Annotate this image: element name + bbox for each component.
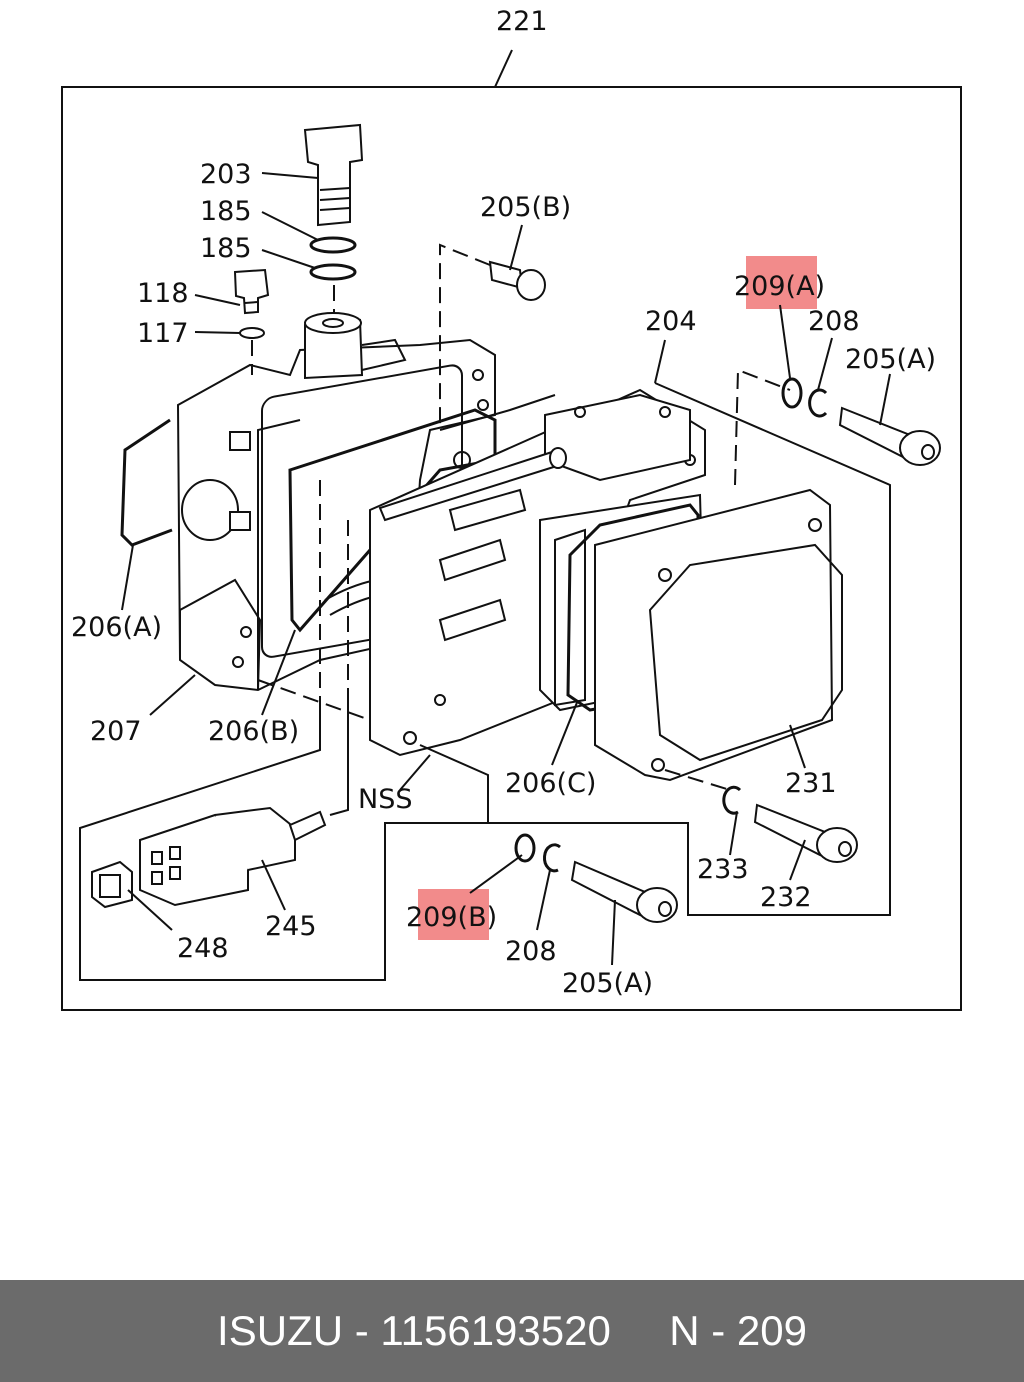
washer-209a [781,377,803,409]
label-248: 248 [177,933,229,964]
sensor-245 [139,806,327,907]
cap-248 [91,860,133,909]
bolt-205a-bottom [570,860,678,923]
label-185-upper: 185 [200,196,252,227]
highlight-209a [746,256,817,309]
label-208-bottom: 208 [505,936,557,967]
highlight-209b [418,889,489,940]
label-185-lower: 185 [200,233,252,264]
brand-name: ISUZU [217,1307,344,1354]
label-207: 207 [90,716,142,747]
label-204: 204 [645,306,697,337]
part-number: 1156193520 [380,1307,611,1354]
label-205a-top: 205(A) [845,344,936,375]
screw-118 [233,268,270,315]
washer-185b [309,263,357,281]
label-245: 245 [265,911,317,942]
label-209b: 209(B) [406,902,497,933]
assembly-frame [61,86,962,1011]
label-205b: 205(B) [480,192,571,223]
diagram-reference: N - 209 [669,1307,807,1354]
cover-231 [594,488,843,782]
label-117: 117 [137,318,189,349]
clip-233 [722,785,742,815]
washer-117 [239,327,265,339]
washer-209b [514,833,536,863]
label-232: 232 [760,882,812,913]
label-231: 231 [785,768,837,799]
label-208-top: 208 [808,306,860,337]
bolt-203 [303,123,364,227]
fitting-top [304,312,407,380]
label-203: 203 [200,159,252,190]
label-205a-bottom: 205(A) [562,968,653,999]
bolt-205a-top [838,406,941,466]
oring-206a [120,418,173,547]
label-209a: 209(A) [734,271,825,302]
separator: - [343,1307,381,1354]
label-206b: 206(B) [208,716,299,747]
label-233: 233 [697,854,749,885]
clip-208a [808,388,828,418]
label-221: 221 [496,6,548,37]
label-nss: NSS [358,784,412,815]
label-118: 118 [137,278,189,309]
label-206c: 206(C) [505,768,596,799]
exploded-parts-diagram: 221 203 185 185 118 117 205(B) 209(A) 20… [61,6,962,1011]
spacer [611,1307,669,1355]
washer-185a [309,236,357,254]
clip-208b [543,843,561,873]
part-footer-bar: ISUZU - 1156193520 N - 209 [0,1280,1024,1382]
label-206a: 206(A) [71,612,162,643]
bolt-205b [488,260,546,301]
bolt-232 [753,803,858,863]
